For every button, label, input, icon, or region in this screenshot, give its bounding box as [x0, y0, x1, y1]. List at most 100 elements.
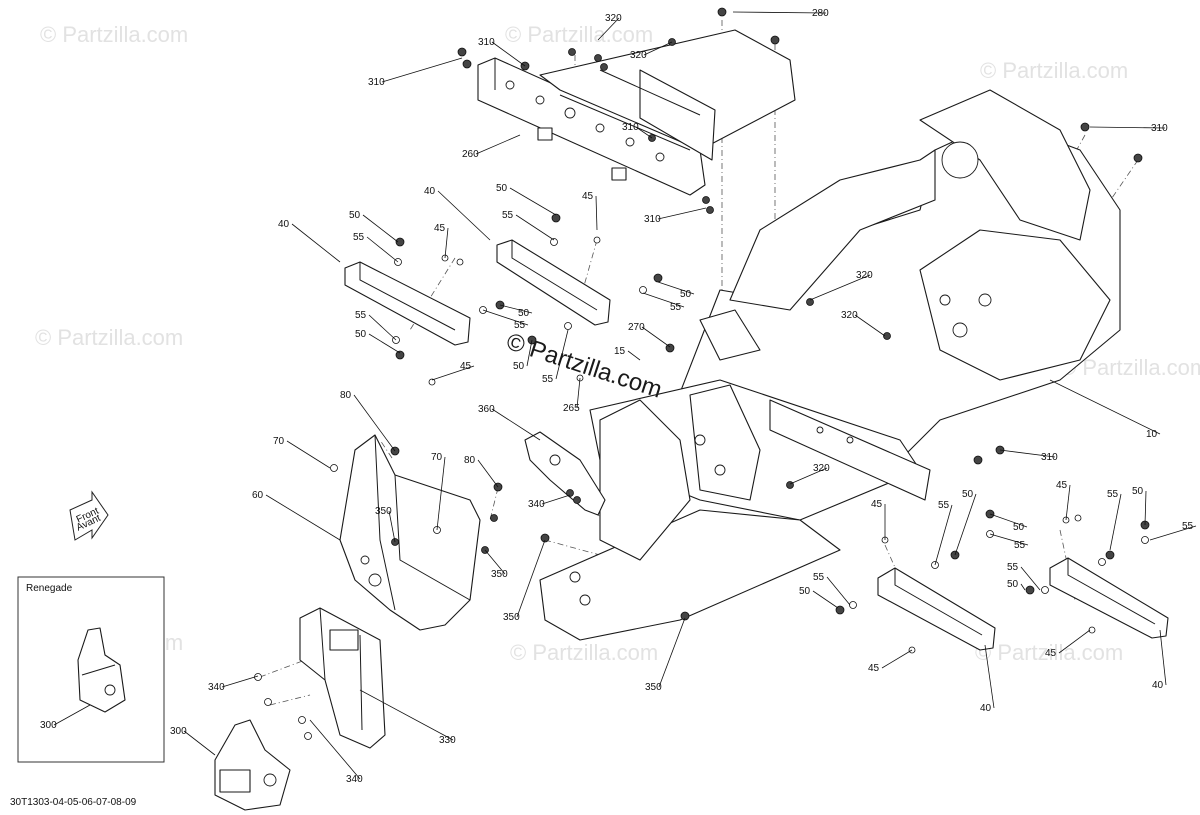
callout-55: 55 [353, 232, 399, 263]
callout-label: 320 [630, 50, 647, 61]
leader-line [657, 207, 707, 220]
callout-310: 310 [999, 449, 1058, 463]
callout-label: 80 [340, 390, 352, 401]
side-bracket [524, 431, 606, 516]
callout-label: 45 [1056, 480, 1068, 491]
callout-label: 50 [355, 329, 367, 340]
leader-line [627, 350, 641, 361]
leader-line [641, 326, 671, 348]
skid-plate-bracket [299, 607, 386, 749]
watermark: © Partzilla.com [975, 640, 1123, 665]
callout-label: 55 [938, 500, 950, 511]
callout-label: 55 [542, 374, 554, 385]
leader-line [789, 467, 828, 485]
callout-label: 350 [503, 612, 520, 623]
front-bracket [339, 434, 481, 631]
callout-270: 270 [628, 322, 671, 348]
callout-label: 55 [1182, 521, 1194, 532]
callout-label: 50 [349, 210, 361, 221]
main-frame [539, 89, 1121, 641]
leader-line [1144, 490, 1147, 526]
leader-line [515, 214, 555, 241]
callout-label: 55 [353, 232, 365, 243]
callout-label: 55 [355, 310, 367, 321]
leader-line [1020, 566, 1041, 591]
callout-label: 260 [462, 149, 479, 160]
callout-50: 50 [1007, 579, 1026, 591]
callout-10: 10 [1049, 379, 1161, 440]
callout-45: 45 [1045, 629, 1091, 659]
callout-50: 50 [499, 304, 533, 319]
callout-label: 340 [528, 499, 545, 510]
callout-label: 45 [871, 499, 883, 510]
callout-label: 300 [40, 720, 57, 731]
leader-line [989, 513, 1028, 528]
leader-line [499, 304, 533, 314]
callout-label: 340 [346, 774, 363, 785]
callout-40: 40 [424, 186, 491, 241]
callout-label: 45 [582, 191, 594, 202]
callout-350: 350 [375, 506, 396, 543]
leader-line [999, 449, 1056, 458]
leader-line [309, 719, 361, 780]
leader-line [635, 126, 653, 139]
callout-label: 50 [518, 308, 530, 319]
diagram-id: 30T1303-04-05-06-07-08-09 [10, 797, 137, 808]
watermark: © Partzilla.com [510, 640, 658, 665]
callout-40: 40 [980, 644, 995, 714]
callout-50: 50 [496, 183, 557, 216]
leader-line [491, 408, 541, 441]
callout-label: 55 [514, 320, 526, 331]
callout-55: 55 [934, 500, 953, 566]
callout-label: 310 [368, 77, 385, 88]
callout-label: 50 [513, 361, 525, 372]
callout-label: 40 [980, 703, 992, 714]
callout-330: 330 [359, 689, 456, 746]
callout-55: 55 [355, 310, 397, 341]
callout-label: 310 [478, 37, 495, 48]
callout-label: 360 [478, 404, 495, 415]
leader-line [265, 494, 341, 541]
callout-label: 55 [1107, 489, 1119, 500]
callout-55: 55 [1107, 489, 1122, 551]
leader-line [359, 689, 454, 741]
callout-label: 320 [856, 270, 873, 281]
leader-line [286, 440, 331, 469]
callout-label: 50 [1007, 579, 1019, 590]
leader-line [555, 329, 569, 380]
callout-50: 50 [954, 489, 977, 556]
callout-label: 350 [645, 682, 662, 693]
callout-45: 45 [868, 649, 913, 674]
leader-line [362, 214, 399, 243]
leader-line [854, 314, 886, 337]
callout-label: 10 [1146, 429, 1158, 440]
leader-line [53, 704, 91, 726]
inset-title: Renegade [26, 583, 73, 594]
leader-line [491, 41, 526, 67]
callout-label: 280 [812, 8, 829, 19]
callout-260: 260 [462, 134, 521, 160]
callout-label: 55 [813, 572, 825, 583]
callout-45: 45 [1056, 480, 1071, 521]
callout-70: 70 [273, 436, 331, 469]
callout-310: 310 [478, 37, 526, 67]
callout-label: 50 [496, 183, 508, 194]
renegade-inset: Renegade [17, 576, 165, 763]
callout-label: 320 [813, 463, 830, 474]
callout-340: 340 [208, 675, 259, 693]
callout-label: 50 [680, 289, 692, 300]
callout-label: 270 [628, 322, 645, 333]
callout-label: 350 [491, 569, 508, 580]
leader-line [658, 617, 686, 688]
callout-70: 70 [431, 452, 446, 531]
callout-label: 40 [278, 219, 290, 230]
callout-350: 350 [484, 549, 508, 580]
callout-320: 320 [789, 463, 830, 485]
leader-line [353, 394, 396, 452]
leader-line [291, 223, 341, 263]
callout-label: 55 [670, 302, 682, 313]
leader-line [368, 333, 401, 354]
callout-label: 40 [424, 186, 436, 197]
leader-line [954, 493, 977, 556]
